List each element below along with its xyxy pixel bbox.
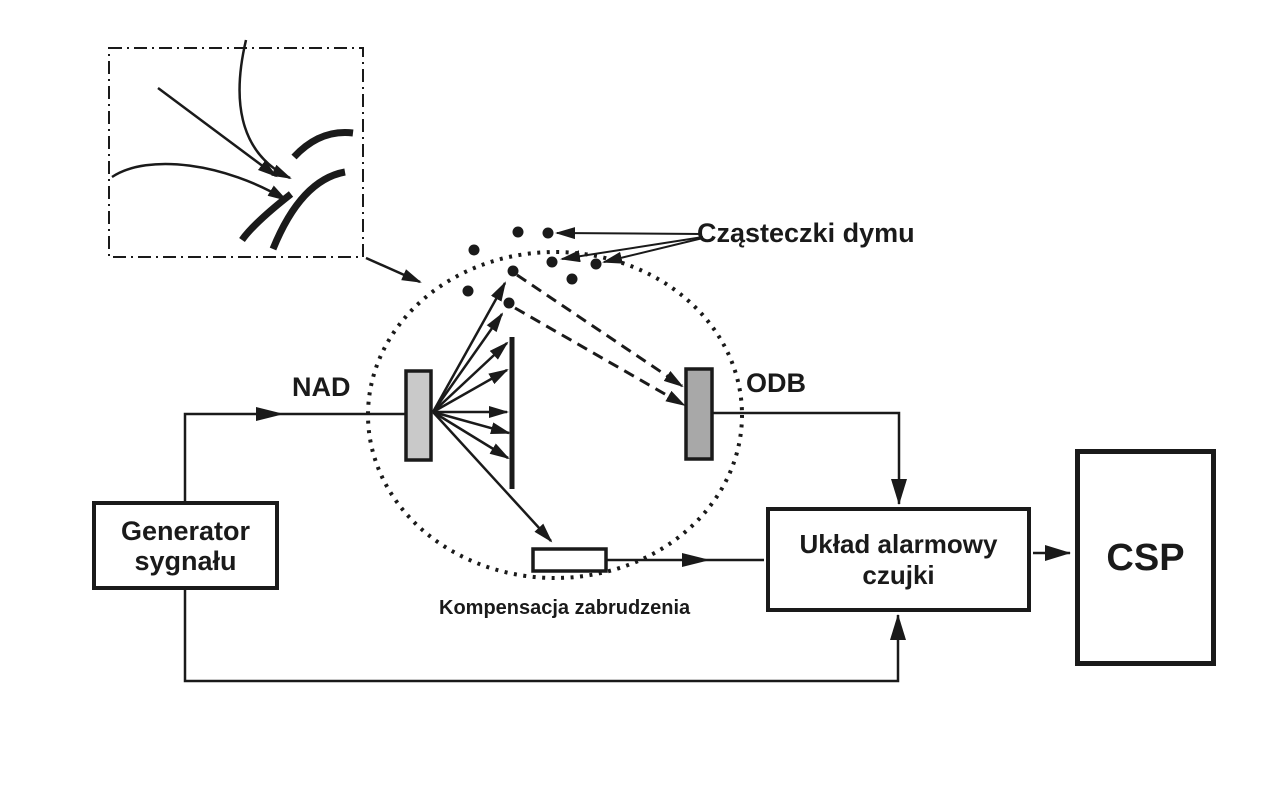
smoke-particle-dot xyxy=(566,273,578,285)
smoke-particle-dot xyxy=(546,256,558,268)
smoke-label-arrows xyxy=(555,227,704,264)
receiver-to-alarm-line xyxy=(712,411,907,505)
generator-to-emitter-line xyxy=(183,412,406,502)
alarm-unit-box: Układ alarmowy czujki xyxy=(766,507,1031,612)
chamber-ellipse xyxy=(366,250,744,580)
emitted-light-arrows xyxy=(431,281,553,543)
csp-box: CSP xyxy=(1075,449,1216,666)
generator-label-line1: Generator xyxy=(120,515,251,546)
scattered-light-dashed-arrows xyxy=(514,273,686,407)
detector-inset xyxy=(108,39,422,284)
smoke-particle-dot xyxy=(542,227,554,239)
smoke-particle-dot xyxy=(503,297,515,309)
receiver-label: ODB xyxy=(746,368,806,398)
emitter-label: NAD xyxy=(292,372,351,402)
compensation-rect xyxy=(531,547,608,573)
smoke-particle-dot xyxy=(462,285,474,297)
receiver-rect xyxy=(684,367,714,461)
inset-frame xyxy=(108,47,364,258)
inset-pointer-arrow xyxy=(365,256,422,284)
smoke-particle-dot xyxy=(512,226,524,238)
signal-generator-box: Generator sygnału xyxy=(92,501,279,590)
generator-to-alarm-line xyxy=(183,588,906,683)
smoke-particles-label: Cząsteczki dymu xyxy=(697,218,915,248)
compensation-line-arrowhead xyxy=(682,553,710,567)
compensation-label: Kompensacja zabrudzenia xyxy=(439,597,691,619)
signal-lines xyxy=(183,411,1071,683)
smoke-particle-dot xyxy=(590,258,602,270)
generator-label-line2: sygnału xyxy=(134,545,237,576)
csp-label: CSP xyxy=(1106,536,1185,579)
alarm-label-line1: Układ alarmowy xyxy=(799,528,998,559)
labyrinth-arcs xyxy=(239,129,354,251)
smoke-particle-dot xyxy=(468,244,480,256)
emitter-line-arrowhead xyxy=(256,407,284,421)
airflow-arrows xyxy=(111,39,292,202)
emitter-rect xyxy=(404,369,433,462)
smoke-particle-dot xyxy=(507,265,519,277)
alarm-label-line2: czujki xyxy=(862,559,935,590)
smoke-particles xyxy=(462,226,602,309)
